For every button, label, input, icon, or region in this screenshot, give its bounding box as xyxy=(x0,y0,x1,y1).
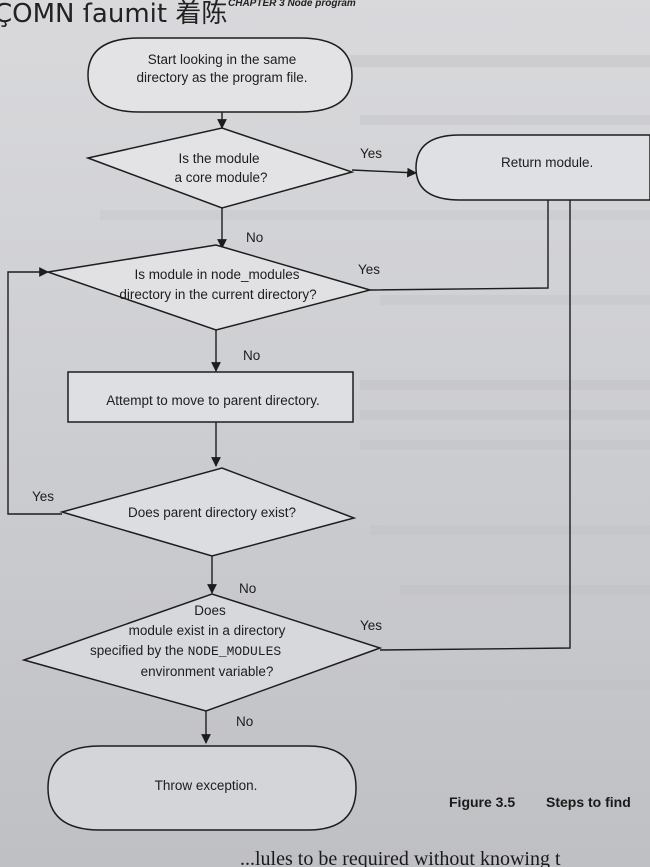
parent-exists-text: Does parent directory exist? xyxy=(128,505,296,520)
figure-caption-text: Steps to find xyxy=(546,794,631,810)
connectors xyxy=(7,110,571,744)
node-modules-decision: Is module in node_modules directory in t… xyxy=(47,244,373,331)
env-variable-decision: Does module exist in a directory specifi… xyxy=(21,593,383,712)
body-text-fragment: ...lules to be required without knowing … xyxy=(240,848,561,867)
env-decision-line2: module exist in a directory xyxy=(129,623,286,638)
node-modules-line2: directory in the current directory? xyxy=(119,287,316,302)
background-bleed-through xyxy=(100,55,650,690)
core-decision-line2: a core module? xyxy=(174,170,267,185)
env-decision-line1: Does xyxy=(194,603,226,618)
figure-number: Figure 3.5 xyxy=(449,794,515,810)
start-text-line1: Start looking in the same xyxy=(148,52,297,67)
parent-exists-no-label: No xyxy=(239,581,256,596)
node-modules-no-label: No xyxy=(243,348,260,363)
core-module-decision: Is the module a core module? xyxy=(85,127,355,209)
return-module-text: Return module. xyxy=(501,155,593,170)
parent-exists-decision: Does parent directory exist? xyxy=(59,467,357,557)
env-no-label: No xyxy=(236,714,253,729)
move-parent-process: Attempt to move to parent directory. xyxy=(67,371,354,423)
figure-caption: Figure 3.5 Steps to find xyxy=(449,794,631,810)
env-decision-line3-prefix: specified by the xyxy=(90,643,188,658)
throw-exception-text: Throw exception. xyxy=(155,778,258,793)
handwritten-note: ÇOMN ſaumit 着陈 xyxy=(0,0,227,29)
core-no-label: No xyxy=(246,230,263,245)
return-module-terminal: Return module. xyxy=(415,134,650,201)
start-text-line2: directory as the program file. xyxy=(136,70,307,85)
core-yes-label: Yes xyxy=(360,146,382,161)
start-terminal: Start looking in the same directory as t… xyxy=(87,37,353,113)
env-yes-label: Yes xyxy=(360,618,382,633)
node-modules-yes-label: Yes xyxy=(358,262,380,277)
throw-exception-terminal: Throw exception. xyxy=(47,745,357,831)
running-head: CHAPTER 3 Node program xyxy=(228,0,356,9)
move-parent-text: Attempt to move to parent directory. xyxy=(106,393,320,408)
parent-exists-yes-label: Yes xyxy=(32,489,54,504)
node-modules-line1: Is module in node_modules xyxy=(134,267,299,282)
core-decision-line1: Is the module xyxy=(178,151,259,166)
env-decision-line3: specified by the NODE_MODULES xyxy=(90,643,281,659)
env-decision-line3-code: NODE_MODULES xyxy=(188,644,282,659)
env-decision-line4: environment variable? xyxy=(141,664,274,679)
